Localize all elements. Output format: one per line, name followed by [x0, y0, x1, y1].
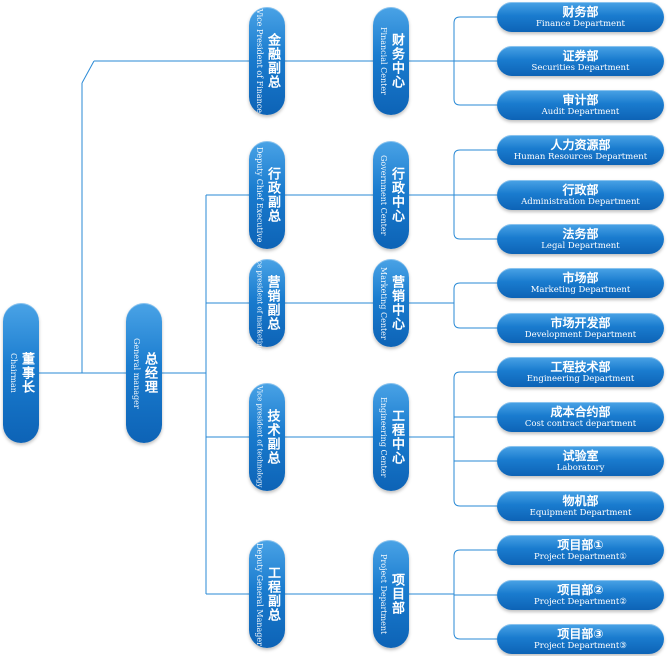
dept-engineering-cn: 工程技术部 — [550, 360, 611, 374]
dept-human-resources-cn: 人力资源部 — [550, 138, 611, 152]
dept-development-cn: 市场开发部 — [550, 316, 611, 330]
center-marketing-en: Marketing Center — [379, 266, 388, 340]
dept-equipment: 物机部 Equipment Department — [497, 491, 664, 521]
dept-project-3: 项目部③ Project Department③ — [497, 624, 664, 654]
dept-legal-en: Legal Department — [541, 241, 620, 251]
dept-development: 市场开发部 Development Department — [497, 313, 664, 343]
dept-finance-en: Finance Department — [536, 19, 625, 29]
vp-technology-cn: 技术副总 — [264, 409, 280, 465]
dept-equipment-en: Equipment Department — [529, 508, 632, 518]
dept-project-1-en: Project Department① — [534, 552, 627, 562]
dept-finance-cn: 财务部 — [562, 5, 599, 19]
dept-laboratory: 试验室 Laboratory — [497, 446, 664, 476]
dept-engineering: 工程技术部 Engineering Department — [497, 357, 664, 387]
center-government-node: Government Center 行政中心 — [373, 141, 409, 249]
dept-cost-contract-cn: 成本合约部 — [550, 405, 611, 419]
center-engineering-node: Engineering Center 工程中心 — [373, 383, 409, 491]
dept-laboratory-cn: 试验室 — [562, 449, 599, 463]
dept-securities-cn: 证券部 — [562, 49, 599, 63]
dept-project-1-cn: 项目部① — [557, 538, 604, 552]
dept-project-2-cn: 项目部② — [557, 583, 604, 597]
dept-audit-en: Audit Department — [541, 107, 620, 117]
vp-finance-en: Vice President of Finance — [255, 8, 264, 114]
vp-executive-cn: 行政副总 — [265, 167, 280, 223]
vp-finance-node: Vice President of Finance 金融副总 — [249, 7, 285, 115]
dept-legal-cn: 法务部 — [562, 227, 599, 241]
dept-administration-cn: 行政部 — [562, 183, 599, 197]
vp-general-node: Deputy General Manager 工程副总 — [249, 540, 285, 648]
dept-administration-en: Administration Department — [521, 197, 640, 207]
center-marketing-cn: 营销中心 — [389, 275, 404, 331]
center-government-en: Government Center — [379, 154, 388, 236]
dept-human-resources-en: Human Resources Department — [513, 152, 648, 162]
dept-project-3-en: Project Department③ — [534, 641, 627, 651]
chairman-en: Chairman — [9, 353, 18, 393]
dept-cost-contract-en: Cost contract department — [524, 419, 637, 429]
general-manager-cn: 总经理 — [142, 352, 157, 394]
vp-marketing-node: Vice president of marketing 营销副总 — [249, 253, 285, 353]
center-government-cn: 行政中心 — [389, 167, 404, 223]
center-financial-node: Financial Center 财务中心 — [373, 7, 409, 115]
center-financial-en: Financial Center — [379, 27, 388, 95]
center-project-en: Project Department — [379, 553, 388, 635]
dept-project-1: 项目部① Project Department① — [497, 535, 664, 565]
dept-cost-contract: 成本合约部 Cost contract department — [497, 402, 664, 432]
dept-project-2-en: Project Department② — [534, 597, 627, 607]
dept-audit-cn: 审计部 — [562, 93, 599, 107]
vp-executive-node: Deputy Chief Executive 行政副总 — [249, 141, 285, 249]
general-manager-node: General manager 总经理 — [126, 303, 162, 443]
dept-project-3-cn: 项目部③ — [557, 627, 604, 641]
vp-finance-cn: 金融副总 — [265, 33, 280, 89]
vp-executive-en: Deputy Chief Executive — [255, 147, 264, 243]
dept-audit: 审计部 Audit Department — [497, 90, 664, 120]
dept-securities: 证券部 Securities Department — [497, 46, 664, 76]
center-engineering-cn: 工程中心 — [389, 409, 404, 465]
center-project-cn: 项目部 — [389, 573, 404, 615]
vp-general-cn: 工程副总 — [265, 566, 280, 622]
dept-development-en: Development Department — [524, 330, 637, 340]
center-project-node: Project Department 项目部 — [373, 540, 409, 648]
dept-marketing-cn: 市场部 — [562, 271, 599, 285]
chairman-cn: 董事长 — [19, 352, 34, 394]
center-engineering-en: Engineering Center — [379, 396, 388, 478]
dept-engineering-en: Engineering Department — [526, 374, 635, 384]
vp-marketing-cn: 营销副总 — [264, 275, 280, 331]
dept-administration: 行政部 Administration Department — [497, 180, 664, 210]
dept-marketing-en: Marketing Department — [530, 285, 631, 295]
vp-marketing-en: Vice president of marketing — [255, 253, 264, 353]
general-manager-en: General manager — [132, 337, 141, 409]
vp-technology-en: Vice president of technology — [255, 386, 264, 488]
dept-equipment-cn: 物机部 — [562, 494, 599, 508]
dept-marketing: 市场部 Marketing Department — [497, 268, 664, 298]
dept-legal: 法务部 Legal Department — [497, 224, 664, 254]
dept-securities-en: Securities Department — [531, 63, 630, 73]
vp-general-en: Deputy General Manager — [255, 542, 264, 646]
dept-finance: 财务部 Finance Department — [497, 2, 664, 32]
center-financial-cn: 财务中心 — [389, 33, 404, 89]
vp-technology-node: Vice president of technology 技术副总 — [249, 383, 285, 491]
dept-human-resources: 人力资源部 Human Resources Department — [497, 135, 664, 165]
chairman-node: Chairman 董事长 — [3, 303, 39, 443]
dept-project-2: 项目部② Project Department② — [497, 580, 664, 610]
center-marketing-node: Marketing Center 营销中心 — [373, 259, 409, 347]
dept-laboratory-en: Laboratory — [556, 463, 605, 473]
